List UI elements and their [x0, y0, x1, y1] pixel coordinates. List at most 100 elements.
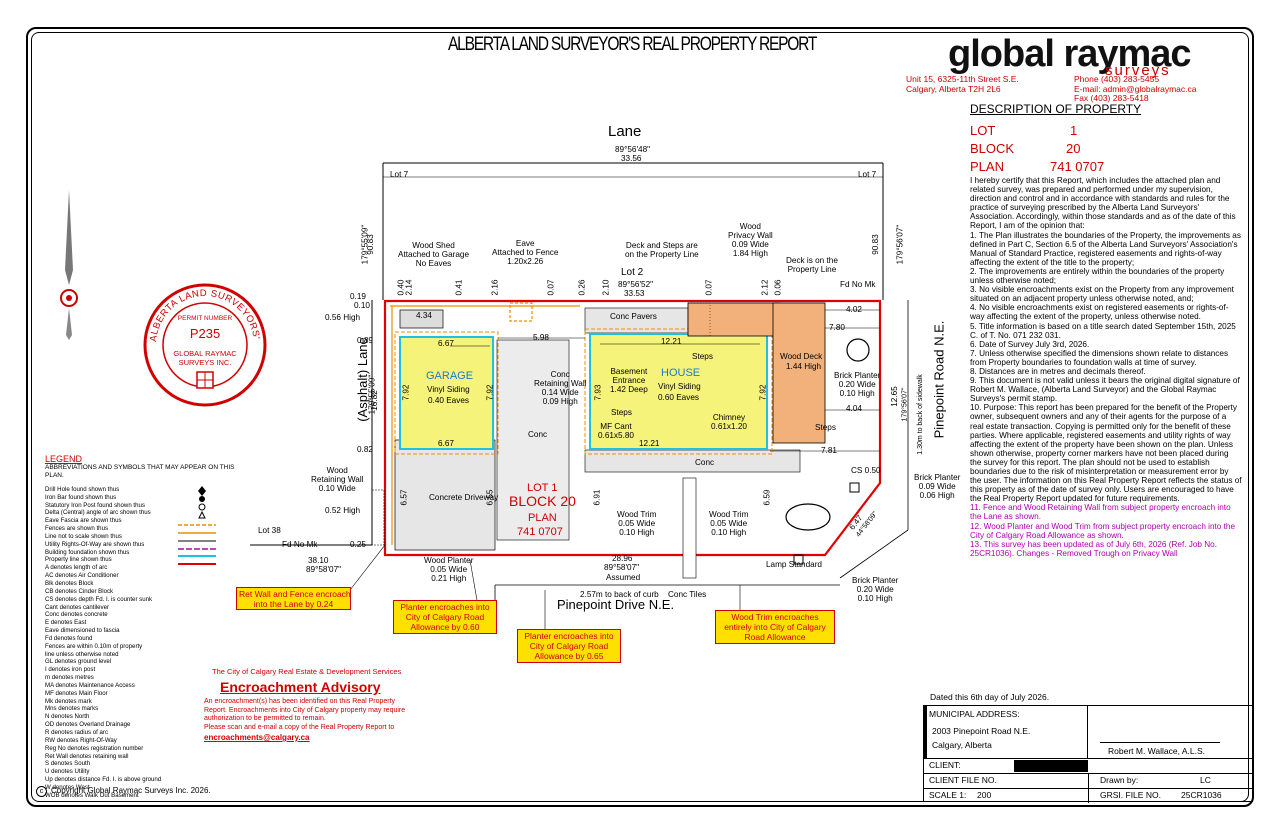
lot7-right: Lot 7: [858, 170, 877, 179]
sidewalk-note: 1.30m to back of sidewalk: [916, 374, 924, 455]
certification-text: I hereby certify that this Report, which…: [970, 176, 1242, 558]
municipal-label: MUNICIPAL ADDRESS:: [929, 709, 1020, 719]
seal-permit-label: PERMIT NUMBER: [178, 315, 233, 322]
lane-distance: 33.56: [621, 154, 642, 163]
steps-label-2: Steps: [611, 408, 632, 417]
house-label: HOUSE: [661, 367, 701, 379]
lot38-label: Lot 38: [258, 526, 281, 535]
report-title: ALBERTA LAND SURVEYOR'S REAL PROPERTY RE…: [448, 34, 817, 55]
site-plan: [250, 162, 909, 630]
garage-label: GARAGE: [426, 370, 474, 382]
legend-item: Fd denotes found: [45, 634, 93, 642]
drill-hole-icon: [198, 486, 206, 496]
dim: 5.98: [533, 333, 549, 342]
wood-planter-label: Wood Planter 0.05 Wide 0.21 High: [424, 556, 474, 583]
conc-area: [496, 339, 570, 541]
lot1-label: LOT 1: [527, 482, 558, 494]
dim: 0.25: [350, 540, 366, 549]
dim: 6.55: [485, 489, 495, 506]
cert-item: 1. The Plan illustrates the boundaries o…: [970, 230, 1241, 267]
wood-trim-2-label: Wood Trim 0.05 Wide 0.10 High: [709, 510, 749, 537]
legend-item: Up denotes distance Fd. I. is above grou…: [45, 776, 162, 784]
dim: 0.82: [357, 445, 373, 454]
dim: 2.14: [404, 279, 414, 296]
conc-pavers: Conc Pavers: [610, 312, 657, 321]
plan-number-map: 741 0707: [517, 526, 563, 538]
legend-item: Conc denotes concrete: [45, 611, 108, 619]
dim: 4.02: [846, 305, 862, 314]
legend-item: Blk denotes Block: [45, 579, 94, 587]
legend-item: Statutory Iron Post found shown thus: [45, 501, 145, 509]
high-052-label: 0.52 High: [325, 506, 361, 515]
lot2-distance: 33.53: [624, 289, 645, 298]
plan-value: 741 0707: [1050, 159, 1105, 174]
advisory-cta: Please scan and e-mail a copy of the Rea…: [204, 724, 395, 731]
email: E-mail: admin@globalraymac.ca: [1074, 83, 1197, 94]
garage-outline: [399, 336, 494, 450]
driveway-area: [394, 439, 496, 551]
advisory-org: The City of Calgary Real Estate & Develo…: [212, 667, 402, 676]
lamp-standard: Lamp Standard: [766, 560, 822, 569]
legend-item: R denotes radius of arc: [45, 729, 109, 736]
callout-planter-060: Planter encroaches into City of Calgary …: [393, 600, 497, 634]
garage-eaves: 0.40 Eaves: [428, 396, 469, 405]
pinepoint-road: Pinepoint Road N.E.: [931, 320, 947, 439]
brick-planter-1: Brick Planter 0.20 Wide 0.10 High: [834, 371, 881, 398]
municipal-city: Calgary, Alberta: [932, 740, 992, 750]
surveyor-name: Robert M. Wallace, A.L.S.: [1108, 746, 1205, 756]
wood-deck-height: 1.44 High: [786, 362, 822, 371]
callout-ret-wall: Ret Wall and Fence encroach into the Lan…: [236, 587, 351, 610]
legend-item: Iron Bar found shown thus: [45, 493, 117, 501]
dim: 6.67: [438, 439, 454, 448]
iron-bar-icon: [199, 496, 205, 502]
phone: Phone (403) 283-5455: [1074, 74, 1160, 84]
cert-item: 4. No visible encroachments exist on reg…: [970, 303, 1229, 322]
scale-label: SCALE 1:: [929, 790, 967, 800]
dim: 0.89: [357, 336, 373, 345]
fd-no-mk-right: Fd No Mk: [840, 280, 876, 289]
east-bearing: 179°56'07": [895, 224, 905, 265]
plan-label: PLAN: [970, 159, 1004, 174]
legend-item: A denotes length of arc: [45, 564, 108, 572]
seal-company-1: GLOBAL RAYMAC: [173, 349, 237, 358]
legend-item: line unless otherwise noted: [45, 650, 119, 658]
pinepoint-drive: Pinepoint Drive N.E.: [557, 597, 675, 612]
advisory-email[interactable]: encroachments@calgary.ca: [204, 733, 310, 742]
wood-retaining-label: Wood Retaining Wall 0.10 Wide: [311, 466, 364, 493]
dim: 6.91: [592, 489, 602, 506]
house-eaves: 0.60 Eaves: [658, 393, 699, 402]
wood-shed: [399, 309, 444, 329]
brick-planter-icon: [846, 338, 870, 362]
dim: 7.92: [758, 384, 768, 401]
garage-siding: Vinyl Siding: [427, 385, 470, 394]
dim: 4.04: [846, 404, 862, 413]
dim: 0.06: [773, 279, 783, 296]
dim: 7.92: [401, 384, 411, 401]
drawn-label: Drawn by:: [1100, 775, 1139, 785]
legend-item: Line not to scale shown thus: [45, 532, 122, 540]
municipal-street: 2003 Pinepoint Road N.E.: [932, 726, 1031, 736]
legend-item: Drill Hole found shown thus: [45, 485, 120, 493]
legend-item: Eave Fascia are shown thus: [45, 517, 122, 525]
cert-note: 13. This survey has been updated as of J…: [970, 539, 1217, 558]
dim: 4.34: [416, 311, 432, 320]
client-label: CLIENT:: [929, 760, 961, 770]
brick-planter-3: Brick Planter 0.20 Wide 0.10 High: [852, 576, 899, 603]
rear-distance: 16.82: [369, 390, 379, 411]
lot-value: 1: [1070, 123, 1078, 138]
block20-label: BLOCK 20: [509, 493, 576, 509]
legend-item: WOB denotes Walk Out Basement: [45, 791, 139, 799]
conc-tiles: Conc Tiles: [668, 590, 707, 599]
inner-frame: [31, 32, 1249, 802]
legend-item: AC denotes Air Conditioner: [45, 572, 119, 580]
grsi-value: 25CR1036: [1181, 790, 1222, 800]
west-lane-distance: 90.83: [365, 234, 375, 255]
block-label: BLOCK: [970, 141, 1015, 156]
lane-bearing: 89°56'48": [615, 145, 651, 154]
house-siding: Vinyl Siding: [658, 382, 701, 391]
legend-item: Utility Rights-Of-Way are shown thus: [45, 540, 145, 548]
dim: 0.41: [454, 279, 464, 296]
dim: 7.93: [593, 384, 603, 401]
eave-label: Eave Attached to Fence 1.20x2.26: [492, 239, 559, 266]
